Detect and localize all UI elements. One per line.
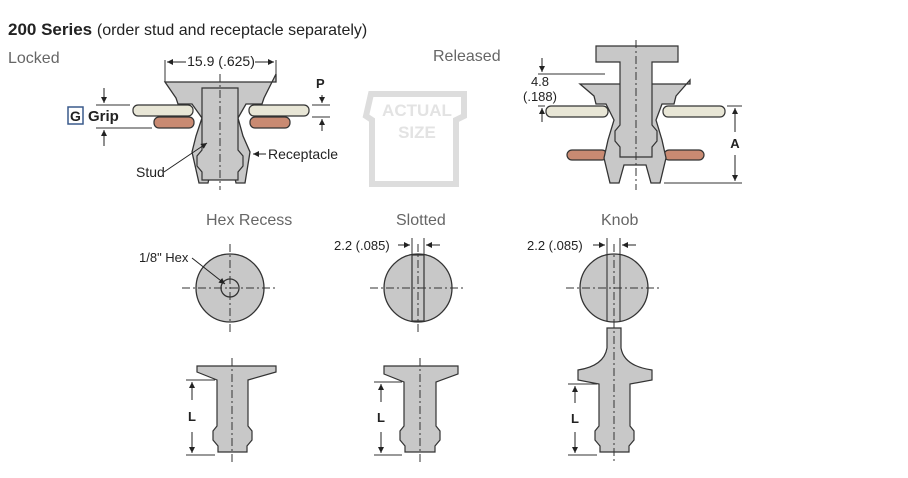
released-panel-bottom-right — [663, 149, 705, 161]
locked-panel-top-left — [132, 104, 194, 117]
slotted-top-view: 2.2 (.085) — [334, 238, 466, 332]
hex-l-dimension: L — [188, 409, 196, 424]
slot-width-label: 2.2 (.085) — [334, 238, 390, 253]
hex-recess-top-view: 1/8" Hex — [139, 244, 278, 332]
locked-assembly: 15.9 (.625) P G Grip Stud Receptacle — [67, 53, 338, 190]
locked-panel-top-right — [248, 104, 310, 117]
released-height-1: 4.8 — [531, 74, 549, 89]
released-stud — [595, 45, 679, 158]
released-panel-top-right — [662, 105, 726, 118]
receptacle-label: Receptacle — [268, 146, 338, 162]
knob-top-view: 2.2 (.085) — [527, 238, 662, 332]
released-assembly: 4.8 (.188) A — [523, 40, 742, 190]
page-title: 200 Series (order stud and receptacle se… — [8, 20, 367, 40]
knob-width-label: 2.2 (.085) — [527, 238, 583, 253]
g-symbol-box — [67, 106, 84, 125]
series-title: 200 Series — [8, 20, 93, 39]
series-subtitle: (order stud and receptacle separately) — [96, 22, 368, 39]
released-label: Released — [433, 48, 501, 65]
grip-label: Grip — [88, 108, 119, 125]
locked-panel-bottom-right — [249, 116, 291, 129]
p-dimension: P — [316, 76, 325, 91]
stud-label: Stud — [136, 164, 165, 180]
locked-panel-bottom-left — [153, 116, 195, 129]
hex-stud-side-view: L — [186, 358, 277, 462]
slotted-l-dimension: L — [377, 410, 385, 425]
released-panel-bottom-left — [566, 149, 608, 161]
stamp-line1: ACTUAL — [382, 101, 452, 120]
stamp-line2: SIZE — [398, 123, 436, 142]
released-panel-top-left — [545, 105, 609, 118]
knob-l-dimension: L — [571, 411, 579, 426]
slotted-stud-profile — [383, 365, 459, 453]
hex-recess-label: Hex Recess — [206, 212, 293, 229]
actual-size-stamp: ACTUAL SIZE — [362, 91, 467, 187]
slotted-stud-side-view: L — [374, 358, 459, 462]
released-height-2: (.188) — [523, 89, 557, 104]
g-symbol: G — [70, 108, 81, 124]
knob-stud-side-view: L — [568, 320, 653, 462]
hex-stud-profile — [196, 365, 277, 453]
locked-label: Locked — [8, 50, 60, 67]
slotted-label: Slotted — [396, 212, 446, 229]
knob-stud-profile — [577, 327, 653, 453]
hex-size-label: 1/8" Hex — [139, 250, 189, 265]
knob-label: Knob — [601, 212, 639, 229]
width-dimension: 15.9 (.625) — [187, 53, 255, 69]
a-dimension: A — [730, 136, 740, 151]
